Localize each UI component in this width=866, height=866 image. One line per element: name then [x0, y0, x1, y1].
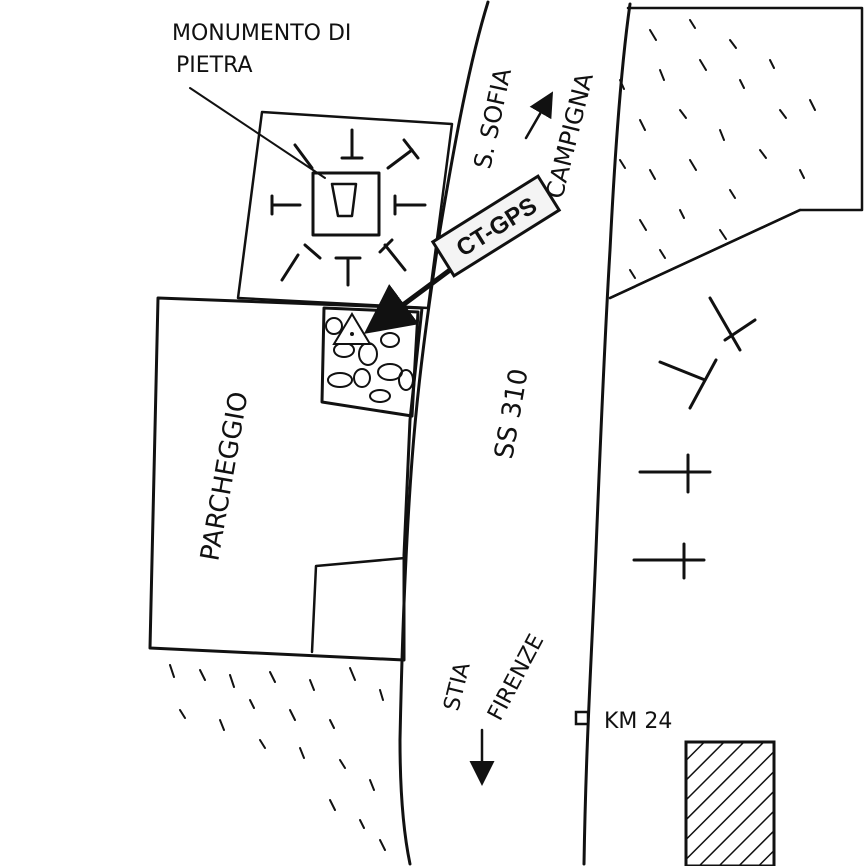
tree-symbols — [632, 296, 757, 580]
road-label-campigna: CAMPIGNA — [541, 70, 599, 202]
road-right-edge — [582, 2, 632, 866]
parking-inner-outline — [310, 556, 407, 654]
km-square-post-icon — [574, 710, 590, 726]
monument-leader-line — [189, 87, 326, 179]
stone-texture — [325, 313, 414, 403]
monument-square — [236, 110, 454, 310]
monument-inner-box — [311, 171, 381, 237]
woodland-area — [608, 6, 864, 300]
parking-area — [148, 296, 424, 662]
hedge-texture — [169, 664, 386, 851]
monument-label-line1: MONUMENTO DI — [172, 21, 351, 46]
dir-label-stia: STIA — [440, 660, 476, 714]
monument-rays — [270, 128, 427, 287]
woodland-boundary — [608, 208, 802, 300]
road-label-s-sofia: S. SOFIA — [468, 65, 517, 171]
dir-label-firenze: FIRENZE — [483, 630, 549, 725]
road-label-ss310: SS 310 — [489, 366, 534, 461]
gps-pointer-arrow-icon — [363, 267, 453, 334]
campigna-arrow-icon — [524, 91, 554, 140]
monument-label-line2: PIETRA — [176, 53, 253, 78]
km-label: KM 24 — [604, 709, 672, 734]
woodland-texture — [619, 19, 816, 279]
building-hatched — [684, 740, 776, 866]
gps-marker-dot — [350, 332, 354, 336]
monument-stone-icon — [330, 182, 358, 218]
parking-label: PARCHEGGIO — [195, 389, 254, 563]
gps-triangle-marker-icon[interactable] — [332, 312, 372, 345]
road-left-edge — [398, 0, 490, 866]
gps-badge[interactable]: CT-GPS — [430, 174, 562, 278]
